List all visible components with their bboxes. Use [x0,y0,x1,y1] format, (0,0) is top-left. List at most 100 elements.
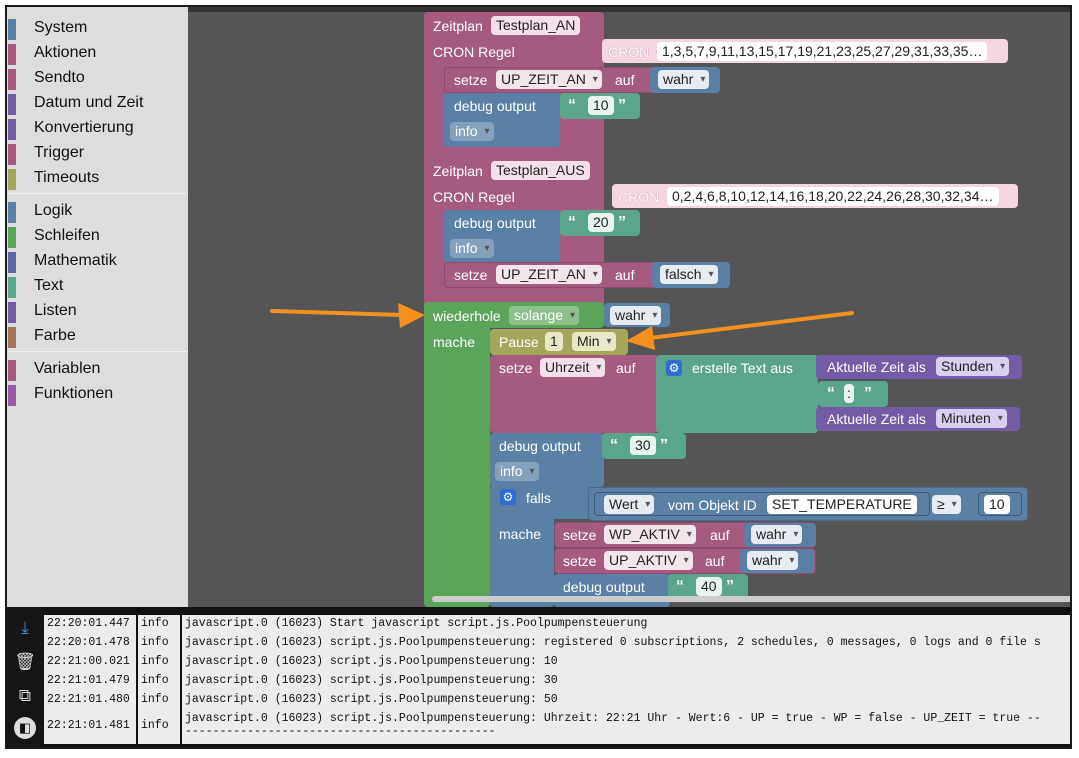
pause-value-field[interactable]: 1 [545,332,563,351]
log-message: javascript.0 (16023) Start javascript sc… [185,617,648,630]
repeat-mode-dropdown[interactable]: solange [509,306,580,325]
log-level: info [138,710,182,744]
toolbox-item-timeouts[interactable]: Timeouts [7,166,188,191]
create-text-block[interactable] [656,355,818,433]
category-swatch [8,202,16,223]
log-level-dropdown[interactable]: info [450,122,494,141]
log-message: javascript.0 (16023) script.js.Poolpumpe… [185,693,558,706]
variable-dropdown[interactable]: UP_ZEIT_AN [496,70,602,89]
copy-icon[interactable]: ⧉ [18,686,32,705]
set-label: setze [563,553,597,569]
pause-unit-dropdown[interactable]: Min [572,332,616,351]
boolean-dropdown[interactable]: wahr [658,70,710,89]
log-level-dropdown[interactable]: info [495,462,539,481]
to-label: auf [705,553,725,569]
toolbox-label: Timeouts [34,169,100,186]
download-icon[interactable]: ⤓ [21,618,29,637]
variable-dropdown[interactable]: UP_AKTIV [604,551,693,570]
category-swatch [8,360,16,381]
log-panel: ⤓ 🗑 ⧉ ◧ 22:20:01.447 info javascript.0 (… [7,607,1070,747]
columns-toggle-icon[interactable]: ◧ [14,717,36,739]
toolbox-item-system[interactable]: System [7,16,188,41]
log-row: 22:21:00.021 info javascript.0 (16023) s… [44,653,1070,672]
operator-dropdown[interactable]: ≥ [932,495,961,514]
current-time-label: Aktuelle Zeit als [827,411,926,427]
object-id-field[interactable]: SET_TEMPERATURE [767,495,917,514]
time-unit-dropdown[interactable]: Stunden [936,357,1010,376]
category-swatch [8,144,16,165]
toolbox-item-datum-und-zeit[interactable]: Datum und Zeit [7,91,188,116]
log-message-cell: javascript.0 (16023) script.js.Poolpumpe… [182,710,1070,744]
toolbox-label: Schleifen [34,227,100,244]
gear-icon[interactable]: ⚙ [666,360,682,376]
log-level: info [138,691,182,710]
category-swatch [8,277,16,298]
compare-value-field[interactable]: 10 [984,495,1010,514]
set-label: setze [563,527,597,543]
quote-close-icon: ” [864,385,872,402]
toolbox-item-sendto[interactable]: Sendto [7,66,188,91]
log-row: 22:21:01.479 info javascript.0 (16023) s… [44,672,1070,691]
debug-value-field[interactable]: 40 [696,577,722,596]
cron-rule-label: CRON Regel [433,44,515,60]
schedule-name-field[interactable]: Testplan_AN [491,16,581,35]
workspace-horizontal-scrollbar[interactable] [432,596,1070,602]
log-row: 22:20:01.447 info javascript.0 (16023) S… [44,615,1070,634]
toolbox-label: Variablen [34,360,101,377]
boolean-dropdown[interactable]: falsch [660,265,718,284]
blockly-workspace[interactable]: Zeitplan Testplan_AN CRON Regel CRON 1,3… [188,7,1070,607]
condition-dropdown[interactable]: wahr [610,306,662,325]
to-label: auf [616,360,636,376]
toolbox-label: Aktionen [34,44,97,61]
toolbox-item-variablen[interactable]: Variablen [7,357,188,382]
debug-value-field[interactable]: 10 [588,96,614,115]
variable-dropdown[interactable]: WP_AKTIV [604,525,696,544]
while-loop-block[interactable] [424,302,490,607]
boolean-dropdown[interactable]: wahr [751,525,803,544]
separator-field[interactable]: : [844,384,854,403]
log-message: javascript.0 (16023) script.js.Poolpumpe… [185,655,558,668]
toolbox-item-trigger[interactable]: Trigger [7,141,188,166]
toolbox-item-mathematik[interactable]: Mathematik [7,249,188,274]
toolbox-item-text[interactable]: Text [7,274,188,299]
toolbox-label: Trigger [34,144,85,161]
debug-output-label: debug output [499,438,581,454]
clear-log-icon[interactable]: 🗑 [14,652,36,671]
category-swatch [8,169,16,190]
pause-label: Pause [499,334,539,350]
variable-dropdown[interactable]: Uhrzeit [540,358,606,377]
toolbox-item-schleifen[interactable]: Schleifen [7,224,188,249]
value-dropdown[interactable]: Wert [604,495,655,514]
debug-value-field[interactable]: 20 [588,213,614,232]
cron-value-field[interactable]: 0,2,4,6,8,10,12,14,16,18,20,22,24,26,28,… [667,187,999,206]
debug-value-field[interactable]: 30 [630,436,656,455]
log-level: info [138,672,182,691]
toolbox-item-konvertierung[interactable]: Konvertierung [7,116,188,141]
quote-open-icon: “ [610,437,618,454]
cron-value-field[interactable]: 1,3,5,7,9,11,13,15,17,19,21,23,25,27,29,… [657,42,988,61]
toolbox-item-logik[interactable]: Logik [7,199,188,224]
boolean-dropdown[interactable]: wahr [747,551,799,570]
toolbox-item-funktionen[interactable]: Funktionen [7,382,188,407]
schedule-name-field[interactable]: Testplan_AUS [491,161,590,180]
variable-dropdown[interactable]: UP_ZEIT_AN [496,265,602,284]
log-row: 22:21:01.480 info javascript.0 (16023) s… [44,691,1070,710]
quote-close-icon: ” [618,214,626,231]
create-text-label: erstelle Text aus [692,360,793,376]
gear-icon[interactable]: ⚙ [500,489,516,505]
app-window: System Aktionen Sendto Datum und Zeit Ko… [5,5,1072,749]
category-swatch [8,94,16,115]
toolbox-item-farbe[interactable]: Farbe [7,324,188,349]
time-unit-dropdown[interactable]: Minuten [936,409,1007,428]
toolbox-item-aktionen[interactable]: Aktionen [7,41,188,66]
toolbox-separator [7,351,188,352]
log-level-dropdown[interactable]: info [450,239,494,258]
toolbox-label: Farbe [34,327,76,344]
log-time: 22:21:00.021 [44,653,138,672]
log-time: 22:21:01.479 [44,672,138,691]
category-swatch [8,19,16,40]
toolbox-item-listen[interactable]: Listen [7,299,188,324]
toolbox-separator [7,193,188,194]
category-swatch [8,119,16,140]
toolbox-label: Datum und Zeit [34,94,144,111]
